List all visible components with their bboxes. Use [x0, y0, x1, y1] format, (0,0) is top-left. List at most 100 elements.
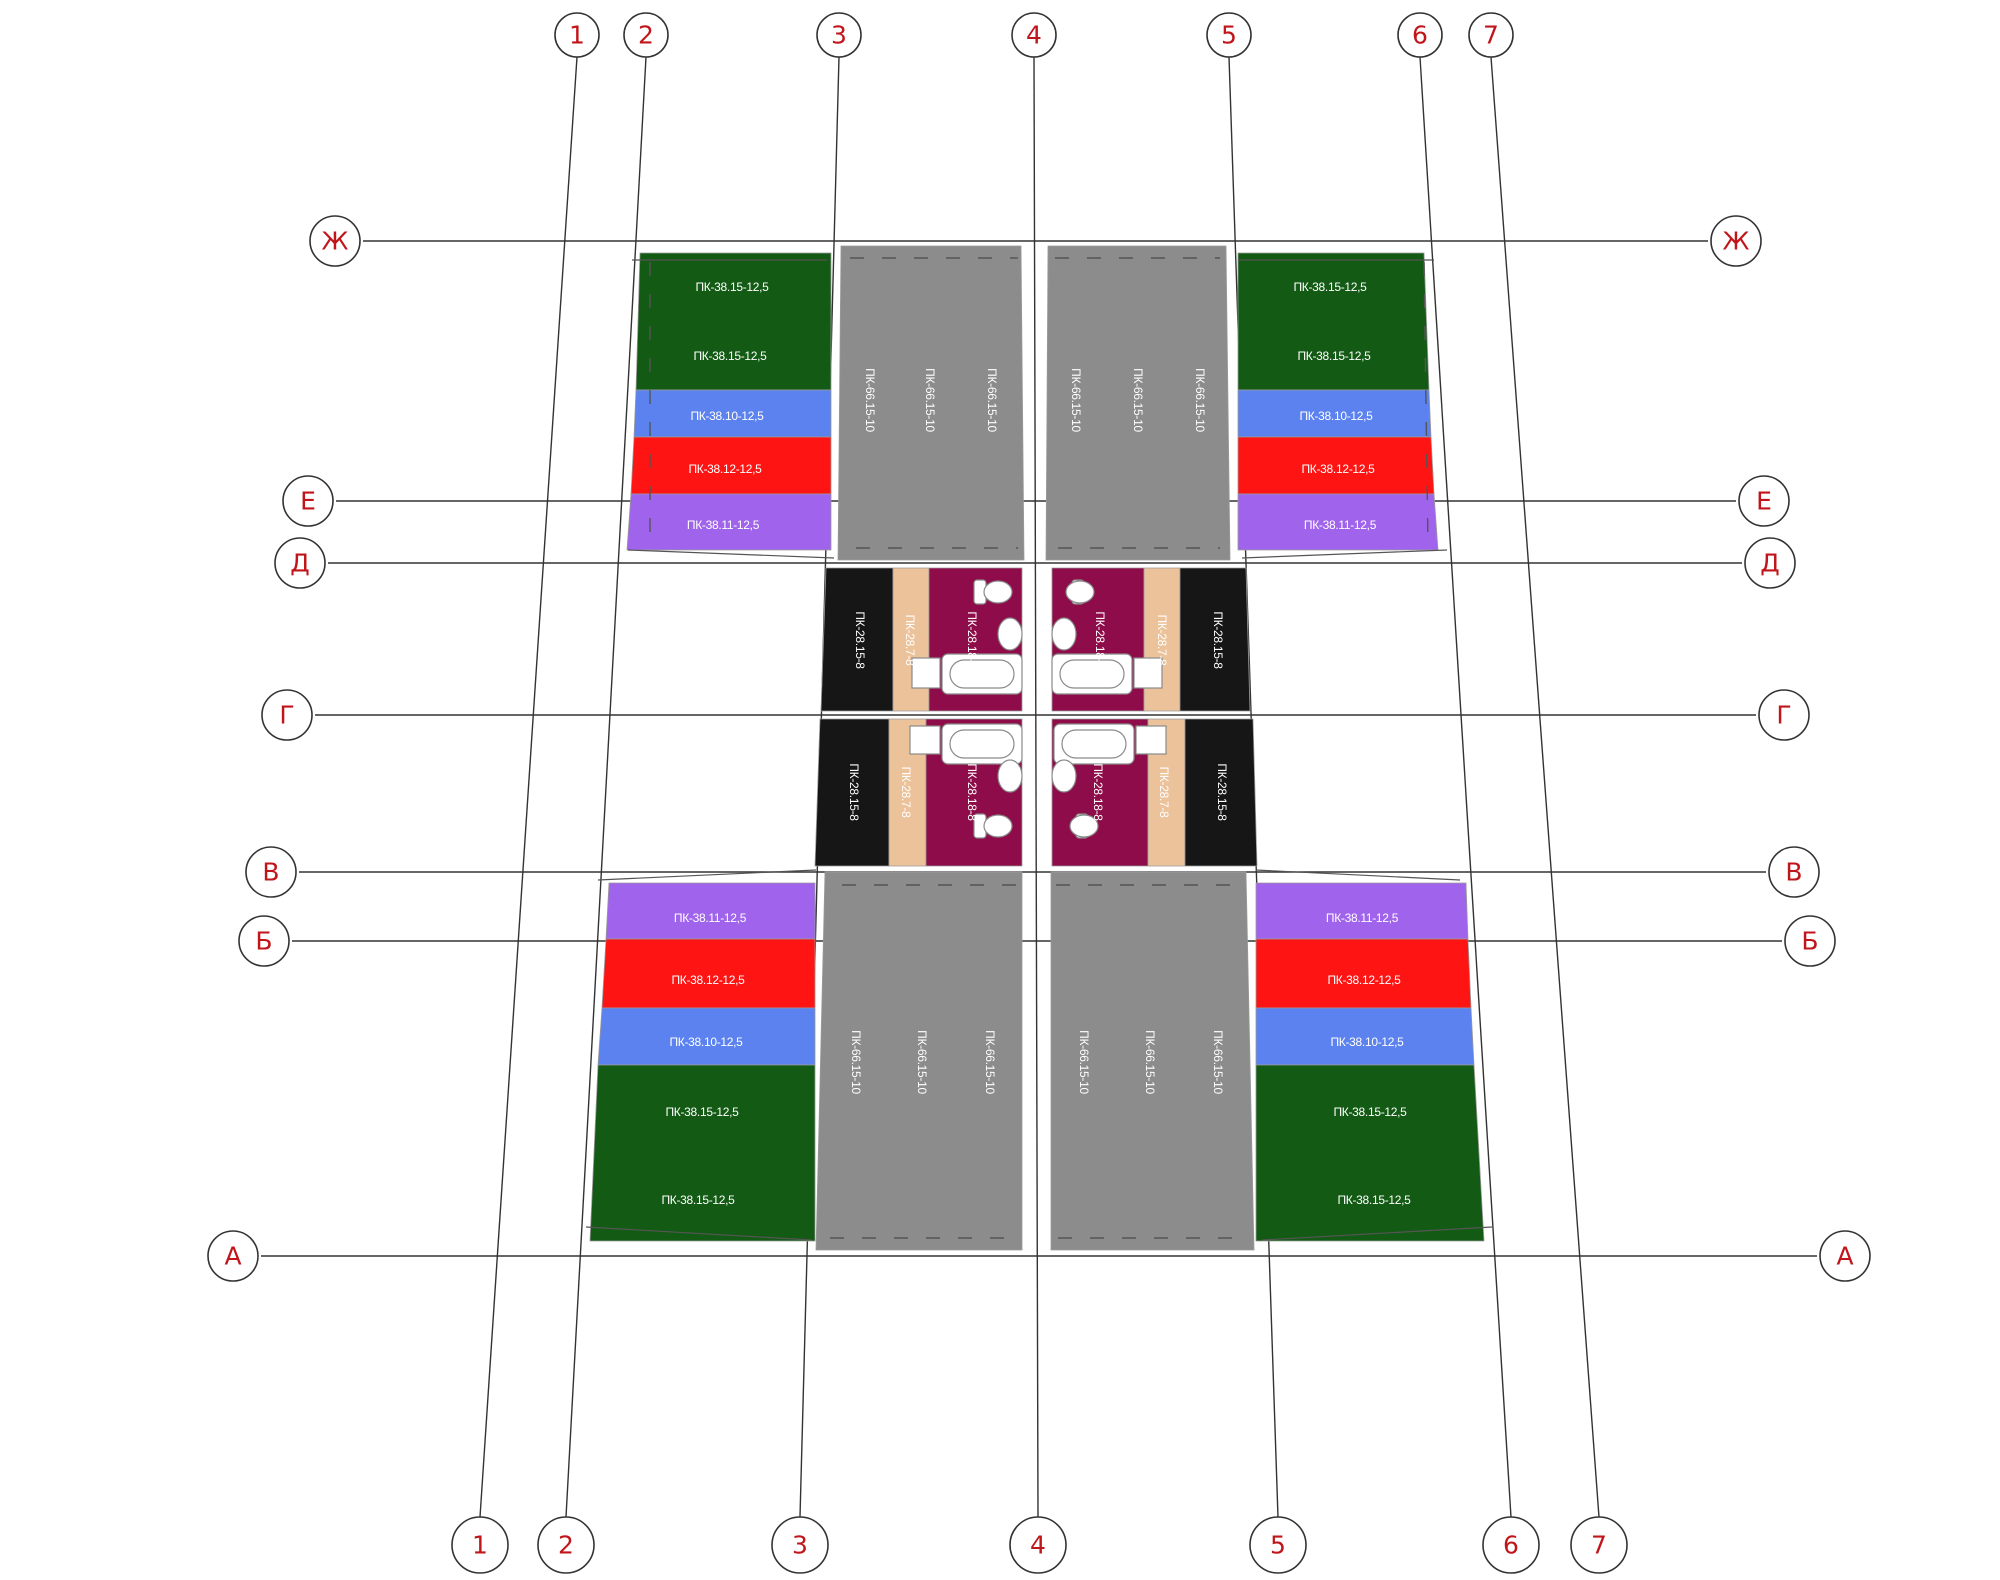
axis-bubble-label: 7: [1591, 1531, 1607, 1560]
vanity-icon: [909, 725, 941, 755]
edge-mark-8: [1261, 1226, 1493, 1241]
axis-bubble-circle: [1758, 689, 1810, 741]
slab-label-green: ПК-38.15-12,5: [661, 1193, 735, 1207]
slab-green-5: [1237, 252, 1430, 391]
axis-bubble-circle: [1738, 475, 1790, 527]
toilet-bowl-icon: [1065, 580, 1095, 604]
slab-label-gray: ПК-66.15-10: [985, 368, 999, 432]
toilet-icon: [973, 579, 1013, 605]
axis-bubble-circle: [1482, 1516, 1540, 1574]
axis-bubble-label: А: [224, 1242, 241, 1271]
axis-bubble-label: Ж: [322, 227, 349, 256]
axis-bubble-label: 4: [1026, 21, 1042, 50]
axis-bubble-circle: [207, 1230, 259, 1282]
slab-label-gray: ПК-66.15-10: [923, 368, 937, 432]
axis-bubble-top-6: 6: [1397, 12, 1443, 58]
axis-bubble-left-Д: Д: [274, 537, 326, 589]
axis-bubble-label: 5: [1270, 1531, 1286, 1560]
axis-bubble-bottom-1: 1: [451, 1516, 509, 1574]
axis-bubble-left-А: А: [207, 1230, 259, 1282]
sink-icon: [1051, 759, 1077, 793]
axis-bubble-label: Б: [255, 927, 272, 956]
axis-bubble-bottom-3: 3: [771, 1516, 829, 1574]
axis-bubble-bottom-6: 6: [1482, 1516, 1540, 1574]
axis-bubble-top-4: 4: [1011, 12, 1057, 58]
axis-bubble-left-В: В: [245, 846, 297, 898]
axis-bubble-label: 3: [831, 21, 847, 50]
axis-bubble-circle: [261, 689, 313, 741]
slab-black-26: [1179, 567, 1251, 712]
slab-label-gray: ПК-66.15-10: [1077, 1030, 1091, 1094]
axis-bubble-bottom-2: 2: [537, 1516, 595, 1574]
slab-label-blue: ПК-38.10-12,5: [1330, 1035, 1404, 1049]
slab-label-peach: ПК-28.7-8: [1157, 767, 1171, 819]
slab-labels: ПК-38.15-12,5ПК-38.15-12,5ПК-38.10-12,5П…: [661, 280, 1411, 1207]
slab-label-black: ПК-28.15-8: [1215, 763, 1229, 821]
slab-green-12: [589, 1064, 816, 1242]
edge-mark-5: [597, 869, 817, 881]
axis-bubble-circle: [1784, 915, 1836, 967]
axis-bubble-bottom-4: 4: [1009, 1516, 1067, 1574]
edge-mark-7: [585, 1226, 813, 1241]
sink-icon: [1051, 617, 1077, 651]
axis-bubble-label: 7: [1483, 21, 1499, 50]
axis-bubble-circle: [1710, 215, 1762, 267]
toilet-icon: [973, 813, 1013, 839]
axis-bubble-circle: [238, 915, 290, 967]
axis-bubble-label: А: [1836, 1242, 1853, 1271]
slab-label-maroon: ПК-28.18-8: [965, 611, 979, 669]
axis-bubble-circle: [1744, 537, 1796, 589]
slab-label-gray: ПК-66.15-10: [863, 368, 877, 432]
slab-label-red: ПК-38.12-12,5: [1327, 973, 1401, 987]
axis-bubble-right-Г: Г: [1758, 689, 1810, 741]
axis-bubble-circle: [537, 1516, 595, 1574]
slab-label-black: ПК-28.15-8: [853, 611, 867, 669]
axis-bubble-bottom-5: 5: [1249, 1516, 1307, 1574]
axis-bubble-circle: [1249, 1516, 1307, 1574]
slab-gray-20: [1050, 871, 1255, 1251]
bathtub-icon: [1051, 653, 1133, 695]
axis-bubble-circle: [274, 537, 326, 589]
axis-bubble-circle: [1206, 12, 1252, 58]
axis-bubble-bottom-7: 7: [1570, 1516, 1628, 1574]
slab-label-gray: ПК-66.15-10: [1069, 368, 1083, 432]
slab-label-gray: ПК-66.15-10: [1143, 1030, 1157, 1094]
slab-label-black: ПК-28.15-8: [1211, 611, 1225, 669]
axis-line-col-1: [479, 56, 578, 1518]
slab-label-gray: ПК-66.15-10: [983, 1030, 997, 1094]
axis-bubble-label: 1: [569, 21, 585, 50]
sink-basin-icon: [997, 759, 1023, 793]
slab-label-green: ПК-38.15-12,5: [1297, 349, 1371, 363]
vanity-icon: [911, 657, 941, 689]
axis-bubble-label: В: [262, 858, 279, 887]
axis-bubble-top-7: 7: [1468, 12, 1514, 58]
sink-basin-icon: [1051, 759, 1077, 793]
toilet-icon: [1069, 813, 1099, 839]
axis-bubble-circle: [816, 12, 862, 58]
axis-bubble-label: В: [1785, 858, 1802, 887]
axis-grid-lines: [261, 56, 1817, 1518]
slab-label-gray: ПК-66.15-10: [1211, 1030, 1225, 1094]
axis-bubble-label: Г: [279, 701, 294, 730]
bathtub-icon: [1053, 723, 1135, 765]
slab-black-32: [1184, 718, 1258, 867]
sanitary-fixtures: [909, 579, 1167, 839]
axis-bubble-left-Б: Б: [238, 915, 290, 967]
axis-bubble-label: 2: [558, 1531, 574, 1560]
axis-bubble-label: 6: [1503, 1531, 1519, 1560]
axis-bubble-circle: [623, 12, 669, 58]
axis-bubble-circle: [1819, 1230, 1871, 1282]
axis-bubble-label: 1: [472, 1531, 488, 1560]
vanity-icon: [1133, 657, 1163, 689]
axis-line-col-7: [1490, 56, 1600, 1518]
slab-label-green: ПК-38.15-12,5: [665, 1105, 739, 1119]
axis-bubble-label: 6: [1412, 21, 1428, 50]
axis-bubble-circle: [1011, 12, 1057, 58]
slab-label-purple: ПК-38.11-12,5: [687, 518, 760, 532]
axis-line-col-2: [565, 56, 647, 1518]
axis-bubble-top-5: 5: [1206, 12, 1252, 58]
sink-basin-icon: [997, 617, 1023, 651]
bathtub-inner-icon: [949, 729, 1015, 759]
slab-label-red: ПК-38.12-12,5: [671, 973, 745, 987]
